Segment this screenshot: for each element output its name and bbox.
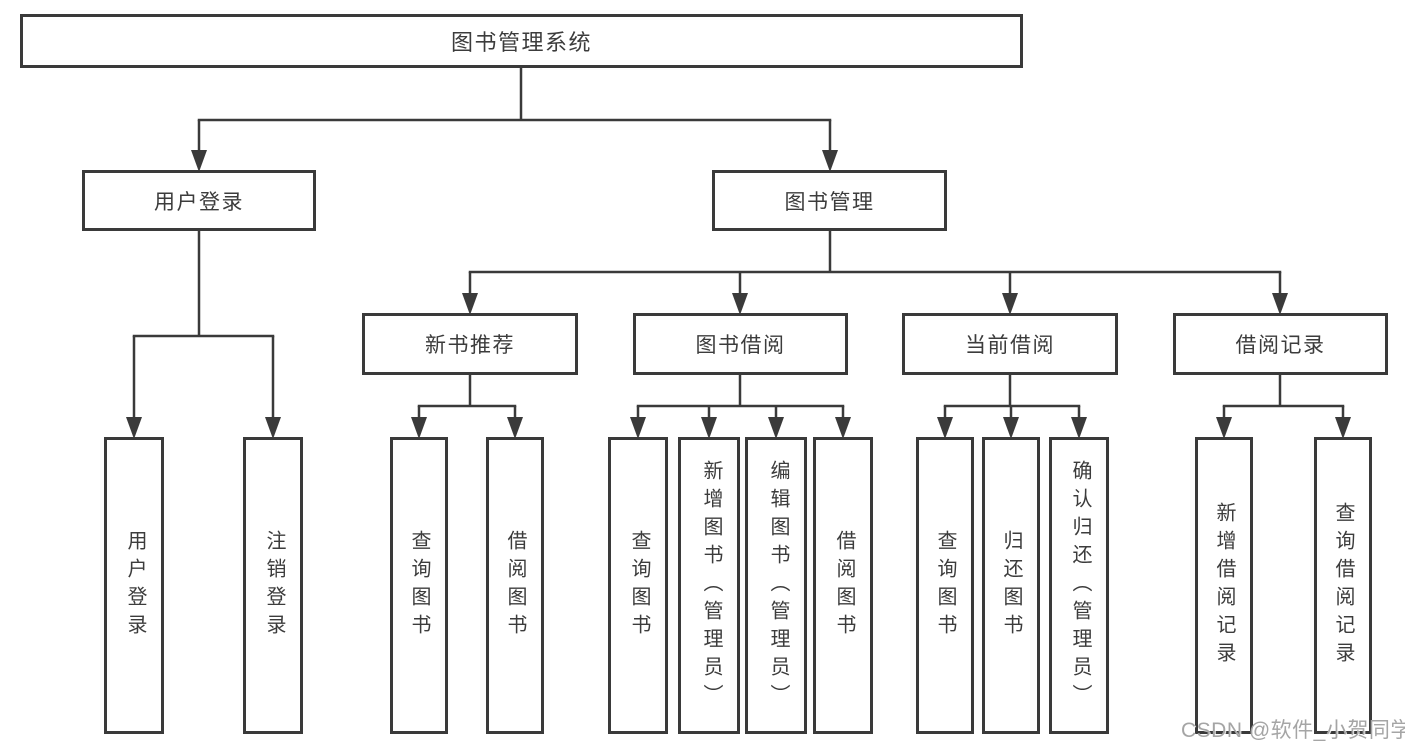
node-borrowing-records: 借阅记录 bbox=[1173, 313, 1388, 375]
node-book-borrowing: 图书借阅 bbox=[633, 313, 848, 375]
leaf-confirm-return-admin: 确认归还（管理员） bbox=[1049, 437, 1109, 734]
leaf-user-login: 用户登录 bbox=[104, 437, 164, 734]
leaf-edit-book-admin: 编辑图书（管理员） bbox=[745, 437, 807, 734]
node-library-system: 图书管理系统 bbox=[20, 14, 1023, 68]
leaf-logout: 注销登录 bbox=[243, 437, 303, 734]
leaf-add-borrow-record: 新增借阅记录 bbox=[1195, 437, 1253, 734]
leaf-return-book: 归还图书 bbox=[982, 437, 1040, 734]
leaf-add-book-admin: 新增图书（管理员） bbox=[678, 437, 740, 734]
watermark: CSDN @软件_小贺同学 bbox=[1181, 719, 1405, 742]
leaf-query-book-rec: 查询图书 bbox=[390, 437, 448, 734]
leaf-borrow-book-borrow: 借阅图书 bbox=[813, 437, 873, 734]
node-current-borrowing: 当前借阅 bbox=[902, 313, 1118, 375]
node-book-management: 图书管理 bbox=[712, 170, 947, 231]
node-user-login: 用户登录 bbox=[82, 170, 316, 231]
leaf-query-borrow-record: 查询借阅记录 bbox=[1314, 437, 1372, 734]
leaf-borrow-book-rec: 借阅图书 bbox=[486, 437, 544, 734]
leaf-query-book-current: 查询图书 bbox=[916, 437, 974, 734]
node-new-book-recommendation: 新书推荐 bbox=[362, 313, 578, 375]
leaf-query-book-borrow: 查询图书 bbox=[608, 437, 668, 734]
